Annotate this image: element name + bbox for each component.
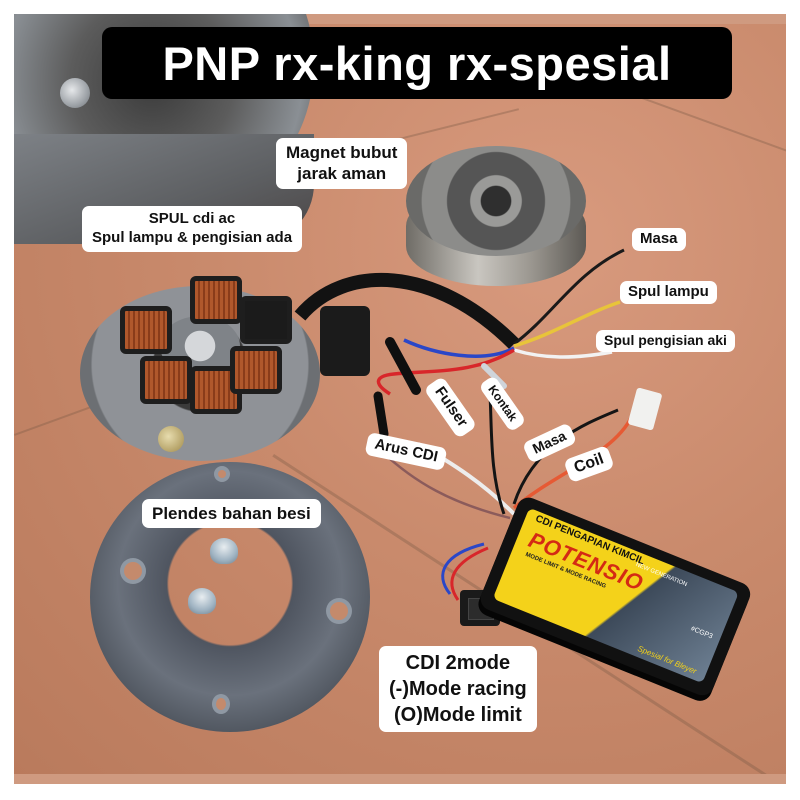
plate-hole [330,602,348,620]
bottom-border [14,774,786,784]
title-banner: PNP rx-king rx-spesial [102,27,732,99]
countersunk-bolt-icon [188,588,216,614]
stator-coil [140,356,192,404]
flywheel-magnet [406,146,586,296]
label-cdi-mode: CDI 2mode (-)Mode racing (O)Mode limit [379,646,537,732]
label-spul-line1: SPUL cdi ac [148,210,236,227]
plate-hole [124,562,142,580]
countersunk-bolt-icon [210,538,238,564]
magnet-face [406,146,586,256]
stator-coil [190,276,242,324]
stator-coil [230,346,282,394]
stator-coil [240,296,292,344]
cdi-special-text: Spesial for Bleyer [636,644,698,676]
pulser-pickup [320,306,370,376]
label-plendes: Plendes bahan besi [142,499,321,529]
label-spul-lampu: Spul lampu [620,281,717,304]
label-magnet-line1: Magnet bubut [286,143,398,162]
label-magnet-line2: jarak aman [297,164,387,184]
label-cdi-mode-line3: (O)Mode limit [394,704,522,726]
label-spul-line2: Spul lampu & pengisian ada [92,228,293,246]
label-cdi-mode-line2: (-)Mode racing [389,678,527,700]
wiring-harness [294,248,634,601]
label-spul: SPUL cdi ac Spul lampu & pengisian ada [82,206,303,252]
label-spul-pengisian: Spul pengisian aki [596,330,735,352]
label-cdi-mode-line1: CDI 2mode [405,652,511,674]
top-border [14,14,786,24]
stator-coil-assembly [80,266,370,466]
label-magnet: Magnet bubut jarak aman [276,138,408,189]
plate-hole [218,470,226,478]
plate-hole [216,698,226,710]
stator-screw-icon [158,426,184,452]
label-masa-top: Masa [632,228,686,251]
cdi-code: #CGP3 [689,625,714,641]
engine-screw-icon [60,78,90,108]
stator-coil [120,306,172,354]
